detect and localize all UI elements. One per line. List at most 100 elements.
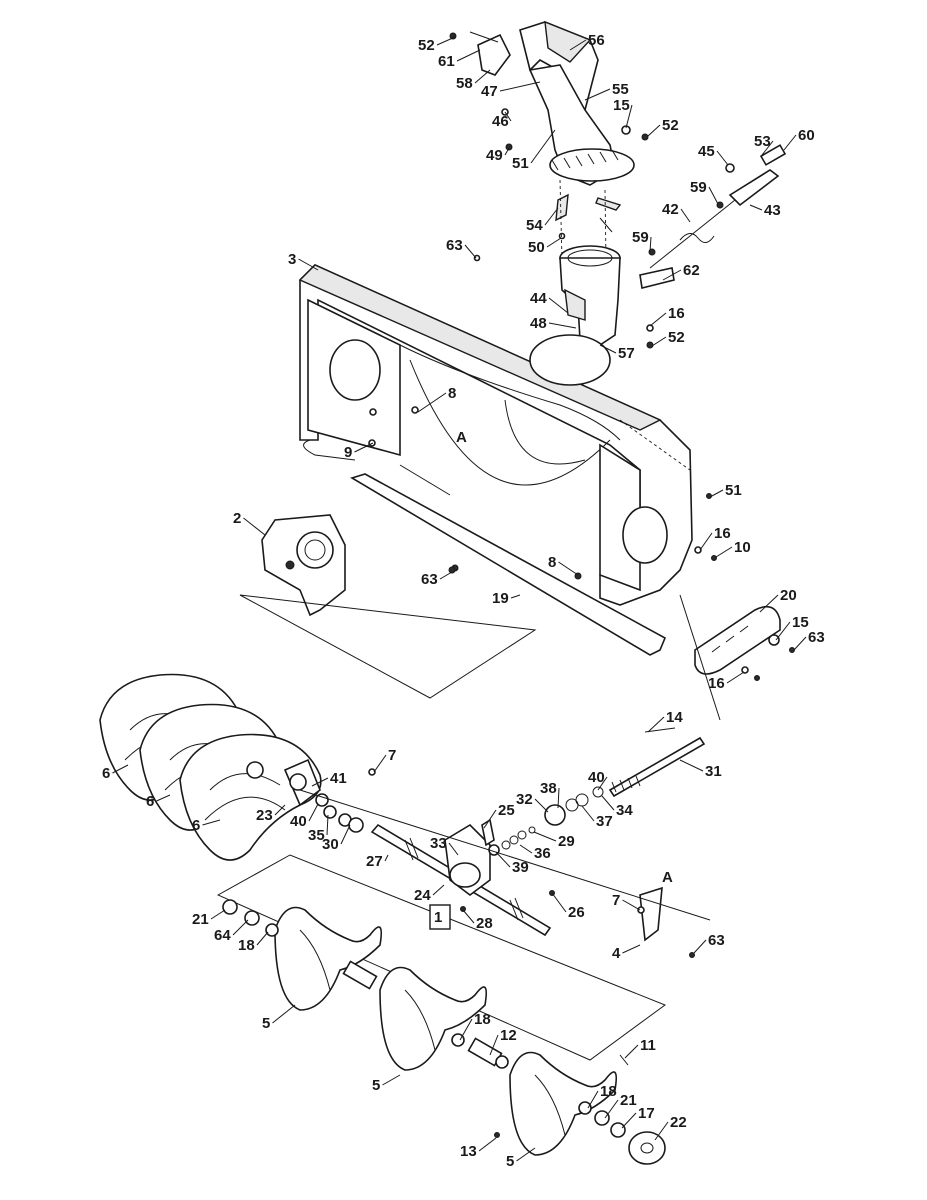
leader-line-c29 [533, 831, 557, 842]
callout-c16c: 16 [708, 675, 725, 692]
leader-line-c16c [726, 671, 745, 684]
leader-line-c59b [649, 236, 652, 253]
callout-c17: 17 [638, 1105, 655, 1122]
callout-c59a: 59 [690, 179, 707, 196]
leader-line-c12 [489, 1034, 499, 1056]
callout-c44: 44 [530, 290, 547, 307]
leader-line-c4 [622, 944, 641, 954]
leader-line-c3 [298, 258, 319, 271]
leader-line-c38 [557, 787, 560, 809]
callout-c60: 60 [798, 127, 815, 144]
skid-shoe [694, 605, 795, 681]
leader-line-c37 [581, 805, 595, 822]
callout-c36: 36 [534, 845, 551, 862]
callout-c6b: 6 [146, 793, 154, 810]
leader-line-c25 [483, 809, 497, 829]
callout-c5a: 5 [262, 1015, 270, 1032]
callout-c51b: 51 [725, 482, 742, 499]
leader-line-c52a [436, 36, 456, 46]
leader-line-c51a [530, 129, 556, 164]
callout-c16a: 16 [668, 305, 685, 322]
callout-c58: 58 [456, 75, 473, 92]
leader-line-c24 [432, 884, 445, 896]
leader-line-c30 [340, 824, 351, 845]
callout-c53: 53 [754, 133, 771, 150]
leader-line-c39 [495, 851, 511, 868]
callout-c34: 34 [616, 802, 633, 819]
callout-c37: 37 [596, 813, 613, 830]
callout-c40b: 40 [588, 769, 605, 786]
leader-line-c9 [354, 442, 374, 453]
callout-c5c: 5 [506, 1153, 514, 1170]
auger-blades-lower [222, 899, 666, 1165]
leader-line-c63b [439, 571, 453, 580]
callout-c18c: 18 [600, 1083, 617, 1100]
leader-line-c54 [544, 207, 559, 226]
shave-plate [350, 473, 667, 656]
callout-c49: 49 [486, 147, 503, 164]
leader-line-c6b [156, 794, 171, 802]
callout-c33: 33 [430, 835, 447, 852]
leader-line-c46 [504, 111, 512, 122]
gearbox-assembly [283, 727, 711, 958]
leader-line-c61 [456, 49, 481, 62]
leader-line-c6c [202, 819, 221, 826]
leader-line-c21b [604, 1099, 619, 1119]
callout-c63d: 63 [708, 932, 725, 949]
auger-housing [298, 264, 693, 606]
leader-line-c26 [551, 892, 567, 913]
callout-c40a: 40 [290, 813, 307, 830]
callout-c9: 9 [344, 444, 352, 461]
callout-c14: 14 [666, 709, 683, 726]
leader-line-c20 [759, 594, 779, 613]
callout-c7a: 7 [388, 747, 396, 764]
leader-line-c5b [382, 1074, 401, 1086]
callout-c12: 12 [500, 1027, 517, 1044]
leader-line-c6a [112, 764, 129, 774]
leader-line-c10 [715, 546, 733, 558]
callout-c24: 24 [414, 887, 431, 904]
callout-c10: 10 [734, 539, 751, 556]
callout-c22: 22 [670, 1114, 687, 1131]
callout-c54: 54 [526, 217, 543, 234]
leader-line-c43 [749, 204, 763, 211]
leader-line-c18b [459, 1018, 473, 1041]
callout-c38: 38 [540, 780, 557, 797]
callout-cA2: A [662, 869, 673, 886]
leader-line-c7a [373, 754, 387, 773]
callout-c52c: 52 [668, 329, 685, 346]
callout-c6a: 6 [102, 765, 110, 782]
leader-line-c58 [474, 69, 491, 84]
leader-line-c21a [210, 909, 226, 920]
leader-line-c28 [462, 909, 475, 924]
leader-line-c62 [662, 269, 682, 281]
callout-c46: 46 [492, 113, 509, 130]
callout-c42: 42 [662, 201, 679, 218]
leader-line-c19 [510, 594, 521, 599]
leader-line-c32 [534, 798, 549, 813]
reference-box-1 [429, 904, 451, 930]
leader-line-c36 [519, 844, 533, 854]
callout-c8a: 8 [448, 385, 456, 402]
callout-c56: 56 [588, 32, 605, 49]
callout-c43: 43 [764, 202, 781, 219]
leader-line-c16b [699, 532, 713, 551]
callout-c7b: 7 [612, 892, 620, 909]
leader-line-c55 [584, 88, 611, 101]
callout-c21b: 21 [620, 1092, 637, 1109]
leader-line-c40b [597, 776, 608, 791]
callout-c5b: 5 [372, 1077, 380, 1094]
callout-c52b: 52 [662, 117, 679, 134]
leader-line-c22 [654, 1121, 669, 1141]
callout-c18a: 18 [238, 937, 255, 954]
callout-c52a: 52 [418, 37, 435, 54]
callout-c18b: 18 [474, 1011, 491, 1028]
callout-c63a: 63 [446, 237, 463, 254]
callout-c59b: 59 [632, 229, 649, 246]
callout-c21a: 21 [192, 911, 209, 928]
callout-c11: 11 [640, 1037, 656, 1054]
callout-c23: 23 [256, 807, 273, 824]
leader-line-c27 [384, 854, 389, 862]
leader-line-c14 [647, 716, 665, 733]
